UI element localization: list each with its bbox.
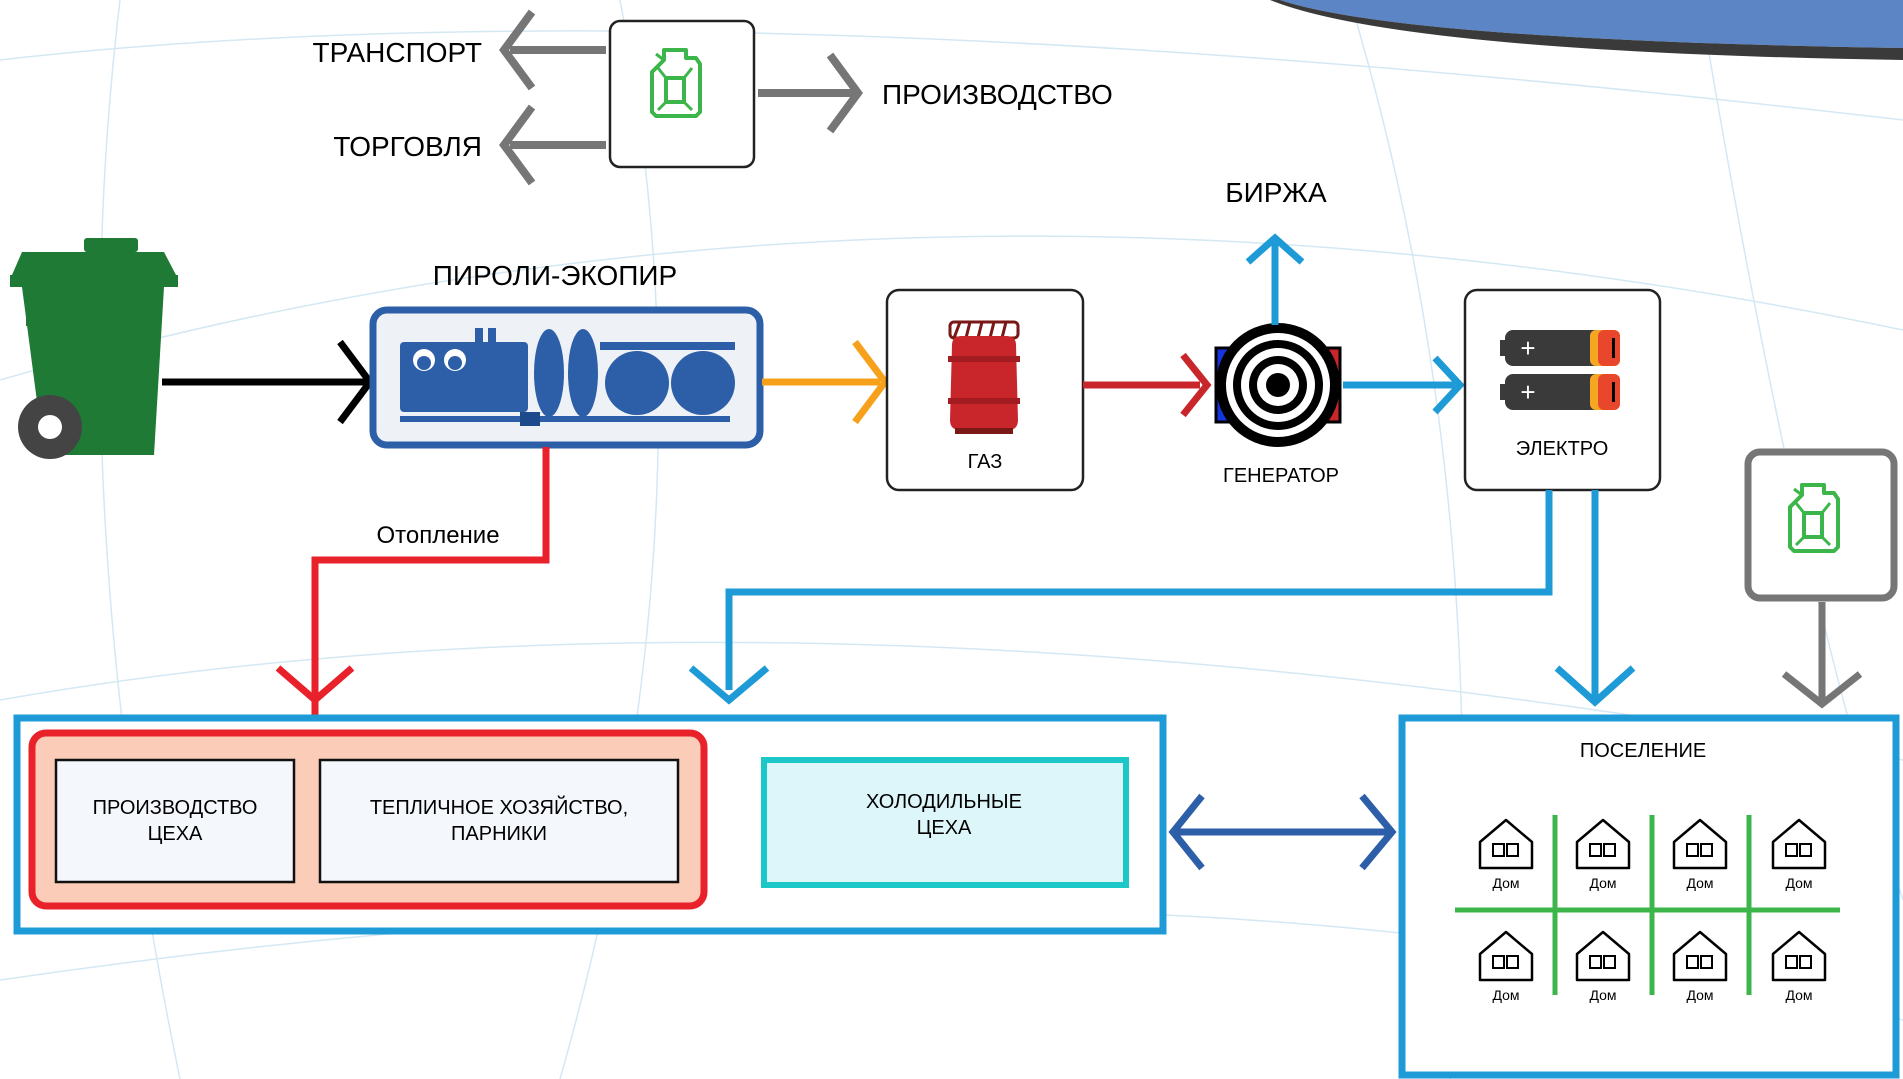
canister-to-settlement-head bbox=[1781, 671, 1863, 709]
top-arrows bbox=[499, 9, 863, 186]
gas-cylinder-icon bbox=[948, 320, 1020, 434]
svg-text:+: + bbox=[1520, 333, 1535, 363]
waste-bin-icon bbox=[10, 238, 178, 459]
production-cell-2-label: ТЕПЛИЧНОЕ ХОЗЯЙСТВО,ПАРНИКИ bbox=[370, 795, 628, 845]
settlement-title: ПОСЕЛЕНИЕ bbox=[1580, 740, 1706, 762]
heating-arrow-head bbox=[275, 665, 355, 705]
svg-text:+: + bbox=[1520, 377, 1535, 407]
double-arrow-right-head bbox=[1359, 793, 1397, 871]
house-label: Дом bbox=[1589, 987, 1616, 1003]
cold-zone bbox=[761, 757, 1129, 888]
exchange-label: БИРЖА bbox=[1225, 177, 1327, 208]
label-production-top: ПРОИЗВОДСТВО bbox=[882, 79, 1113, 110]
house-label: Дом bbox=[1785, 987, 1812, 1003]
house-label: Дом bbox=[1686, 987, 1713, 1003]
settlement-streets bbox=[1455, 815, 1840, 995]
corner-swoosh bbox=[1280, 0, 1903, 48]
generator-label: ГЕНЕРАТОР bbox=[1223, 465, 1339, 487]
electro-label: ЭЛЕКТРО bbox=[1516, 438, 1609, 460]
house-label: Дом bbox=[1589, 875, 1616, 891]
arrow-to-electro-head bbox=[1432, 355, 1465, 415]
pyrolysis-title: ПИРОЛИ-ЭКОПИР bbox=[433, 260, 677, 291]
house-label: Дом bbox=[1686, 875, 1713, 891]
pyrolysis-machine-icon bbox=[400, 328, 735, 426]
label-transport: ТРАНСПОРТ bbox=[313, 37, 482, 68]
heating-line bbox=[311, 447, 550, 735]
house-label: Дом bbox=[1492, 875, 1519, 891]
arrow-to-gas-head bbox=[852, 339, 890, 425]
arrow-to-generator-head bbox=[1180, 352, 1212, 418]
label-trade: ТОРГОВЛЯ bbox=[333, 131, 482, 162]
production-cell-1 bbox=[54, 758, 296, 884]
house-label: Дом bbox=[1492, 987, 1519, 1003]
arrow-to-exchange-head bbox=[1245, 233, 1305, 265]
electro-to-production-line bbox=[725, 490, 1553, 690]
house-label: Дом bbox=[1785, 875, 1812, 891]
electro-to-production-head bbox=[688, 665, 770, 705]
settlement-block bbox=[1398, 714, 1900, 1079]
heating-label: Отопление bbox=[376, 522, 499, 549]
double-arrow-left-head bbox=[1168, 793, 1205, 871]
generator-icon bbox=[1214, 323, 1342, 447]
corner-swoosh-shadow bbox=[1270, 0, 1903, 60]
battery-icon: + + bbox=[1500, 330, 1620, 410]
production-cell-2 bbox=[318, 758, 680, 884]
electro-to-settlement-head bbox=[1554, 665, 1636, 707]
gas-label: ГАЗ bbox=[968, 451, 1003, 473]
